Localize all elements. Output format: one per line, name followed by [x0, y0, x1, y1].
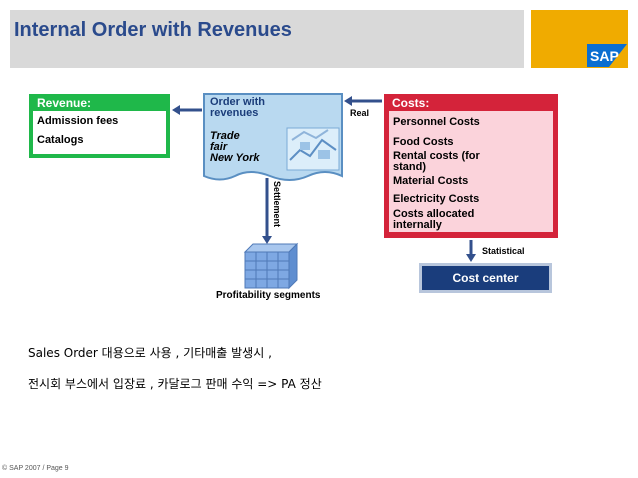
- note-line-1: Sales Order 대용으로 사용 , 기타매출 발생시 ,: [28, 346, 272, 360]
- sap-logo-icon: SAP: [587, 44, 627, 67]
- cost-item: stand): [393, 161, 426, 173]
- trade-fair-label: Trade fair New York: [210, 131, 260, 164]
- trade-line1: Trade: [210, 130, 240, 142]
- cost-item: Food Costs: [393, 136, 454, 148]
- profitability-label: Profitability segments: [216, 290, 321, 301]
- revenue-box: Revenue: Admission fees Catalogs: [29, 94, 170, 158]
- trade-line2: fair: [210, 141, 228, 153]
- header-bar: [10, 10, 524, 68]
- cost-center-label: Cost center: [452, 271, 519, 285]
- cost-item: Personnel Costs: [393, 116, 480, 128]
- page-title: Internal Order with Revenues: [14, 19, 292, 41]
- cost-item: Costs allocated: [393, 208, 475, 220]
- revenue-title: Revenue:: [37, 96, 92, 110]
- cost-item: Electricity Costs: [393, 193, 480, 205]
- cost-center-box: Cost center: [419, 263, 552, 293]
- copyright: © SAP 2007 / Page 9: [2, 465, 69, 472]
- order-title-line2: revenues: [210, 107, 259, 119]
- order-title-line1: Order with: [210, 96, 266, 108]
- costs-box: Costs: Personnel Costs Food Costs Rental…: [384, 94, 558, 238]
- real-label: Real: [350, 108, 370, 118]
- profitability-cube-icon: [243, 242, 299, 290]
- revenue-item: Catalogs: [37, 134, 84, 146]
- trade-fair-image-icon: [286, 127, 340, 171]
- revenue-list: Admission fees Catalogs: [33, 111, 166, 154]
- order-title: Order with revenues: [210, 97, 265, 119]
- revenue-item: Admission fees: [37, 115, 119, 127]
- statistical-label: Statistical: [482, 246, 525, 256]
- sap-logo-text: SAP: [590, 48, 619, 64]
- costs-title: Costs:: [392, 96, 430, 110]
- settlement-label: Settlement: [272, 181, 282, 228]
- note-line-2: 전시회 부스에서 입장료 , 카달로그 판매 수익 => PA 정산: [28, 377, 322, 391]
- costs-list: Personnel Costs Food Costs Rental costs …: [389, 111, 553, 232]
- trade-line3: New York: [210, 152, 260, 164]
- cost-item: internally: [393, 219, 442, 231]
- cost-item: Rental costs (for: [393, 150, 480, 162]
- cost-item: Material Costs: [393, 175, 469, 187]
